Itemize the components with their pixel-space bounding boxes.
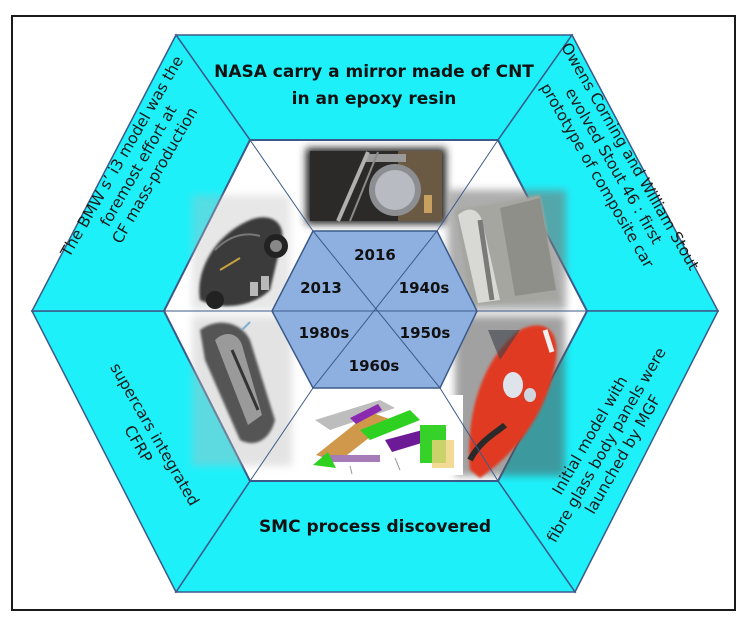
year-label-2013: 2013	[300, 279, 342, 297]
bmw-i3-chassis-photo	[192, 195, 290, 310]
year-label-1950s: 1950s	[400, 324, 451, 342]
mirror-in-epoxy-photo	[306, 148, 446, 224]
supercar-cfrp-chassis-photo	[192, 316, 292, 466]
image-ring	[162, 139, 589, 482]
panel-top-line-2: in an epoxy resin	[292, 89, 457, 109]
ring-divider	[249, 387, 314, 482]
panel-text-top: NASA carry a mirror made of CNT in an ep…	[214, 62, 534, 109]
ring-divider	[439, 387, 499, 482]
outer-ring-dividers	[32, 34, 718, 593]
smc-process-diagram	[305, 395, 463, 475]
stout-46-car-photo	[448, 190, 566, 310]
year-label-1960s: 1960s	[349, 357, 400, 375]
center-year-hexagon: 2016 1940s 1950s 1960s 1980s 2013	[271, 230, 478, 389]
red-mgf-car-photo	[455, 316, 565, 478]
panel-top-line-1: NASA carry a mirror made of CNT	[214, 62, 534, 82]
year-label-2016: 2016	[354, 246, 396, 264]
ring-divider	[249, 139, 314, 232]
ring-divider	[436, 139, 499, 232]
year-label-1980s: 1980s	[299, 324, 350, 342]
panel-bottom-line-1: SMC process discovered	[259, 517, 491, 537]
year-label-1940s: 1940s	[399, 279, 450, 297]
panel-text-bottom: SMC process discovered	[259, 517, 491, 537]
